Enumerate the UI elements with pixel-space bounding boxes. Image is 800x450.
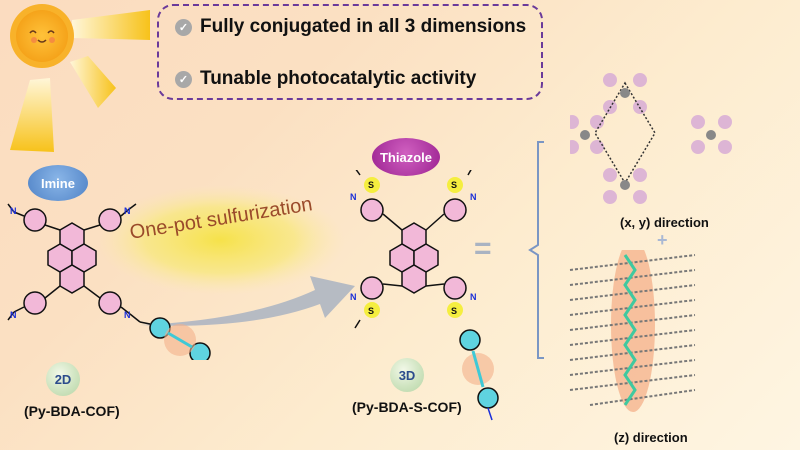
svg-text:N: N <box>124 310 131 320</box>
right-structure-name: (Py-BDA-S-COF) <box>352 399 462 415</box>
sun-eyes <box>29 30 55 34</box>
sun-smile <box>37 39 47 43</box>
xy-direction-label: (x, y) direction <box>620 215 709 230</box>
svg-text:N: N <box>470 292 477 302</box>
py-bda-cof-structure: N N N N <box>7 203 211 360</box>
reaction-arrow <box>140 276 355 326</box>
svg-text:S: S <box>368 306 374 316</box>
feature-text: Fully conjugated in all 3 dimensions <box>200 16 527 37</box>
features-box: ✓ Fully conjugated in all 3 dimensions ✓… <box>157 4 543 100</box>
thiazole-label: Thiazole <box>372 138 440 176</box>
equals-sign: = <box>474 232 492 265</box>
svg-text:S: S <box>451 306 457 316</box>
svg-text:N: N <box>470 192 477 202</box>
check-circle-icon: ✓ <box>175 70 192 88</box>
sun-ray <box>10 78 54 152</box>
check-circle-icon: ✓ <box>175 18 192 36</box>
feature-item: ✓ Tunable photocatalytic activity <box>175 68 476 90</box>
sun-ray <box>72 10 150 40</box>
svg-text:N: N <box>124 206 131 216</box>
svg-text:N: N <box>350 192 357 202</box>
left-structure-name: (Py-BDA-COF) <box>24 403 120 419</box>
z-stacking-diagram <box>569 250 696 412</box>
z-direction-label: (z) direction <box>614 430 688 445</box>
plus-sign: + <box>657 230 668 250</box>
feature-text: Tunable photocatalytic activity <box>200 68 477 89</box>
feature-item: ✓ Fully conjugated in all 3 dimensions <box>175 16 526 38</box>
sun-ray <box>70 56 116 108</box>
dimension-badge-2d: 2D <box>46 362 80 396</box>
imine-label: Imine <box>28 165 88 201</box>
svg-text:N: N <box>10 310 17 320</box>
curly-bracket <box>528 141 544 359</box>
svg-text:N: N <box>350 292 357 302</box>
svg-text:S: S <box>451 180 457 190</box>
svg-text:S: S <box>368 180 374 190</box>
svg-text:N: N <box>10 206 17 216</box>
sun-illustration <box>10 4 150 152</box>
py-bda-s-cof-structure: S S S S N N N N <box>350 170 499 421</box>
dimension-badge-3d: 3D <box>390 358 424 392</box>
reaction-arrow-area <box>100 185 355 326</box>
xy-framework-diagram <box>570 73 732 204</box>
